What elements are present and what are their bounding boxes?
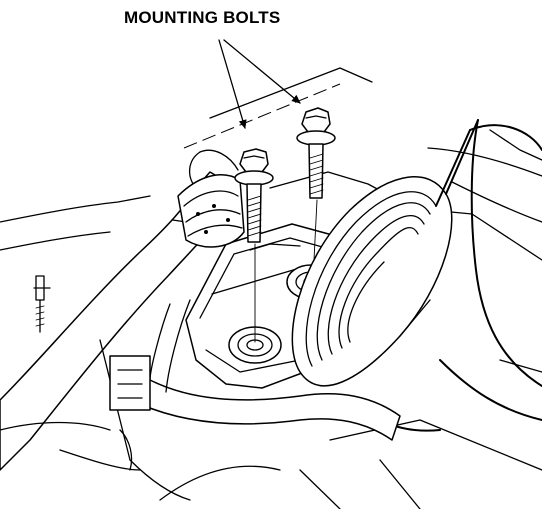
callout-label: MOUNTING BOLTS xyxy=(124,8,281,27)
mounting-bolt-right xyxy=(296,107,336,199)
leader-arrow-left xyxy=(218,39,247,129)
side-fastener xyxy=(33,275,51,333)
lower-pipe xyxy=(99,299,401,501)
pulley-icon xyxy=(291,119,479,387)
clip-icon xyxy=(177,174,245,248)
mounting-bolt-left xyxy=(234,148,274,243)
leader-arrows xyxy=(218,39,301,129)
leader-arrow-right xyxy=(223,39,301,104)
engine-frame xyxy=(379,119,542,432)
connector-block xyxy=(109,355,151,411)
wiring xyxy=(0,421,141,471)
